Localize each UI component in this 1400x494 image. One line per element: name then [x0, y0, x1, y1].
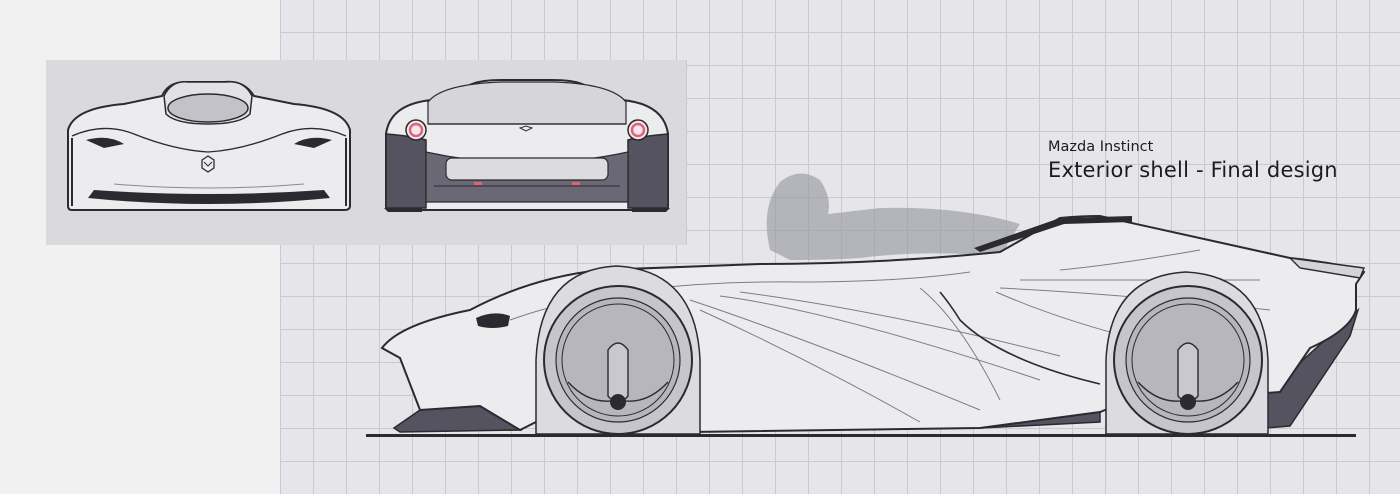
headlight — [476, 313, 510, 328]
rear-view-drawing — [384, 79, 670, 212]
front-wheel — [535, 265, 701, 435]
design-subtitle: Exterior shell - Final design — [1048, 158, 1338, 182]
front-view-drawing — [67, 80, 351, 211]
cockpit-edge — [974, 216, 1132, 252]
driver-silhouette — [766, 173, 1020, 260]
brand-title: Mazda Instinct — [1048, 139, 1154, 155]
title-block: Mazda Instinct Exterior shell - Final de… — [1048, 138, 1338, 184]
rear-body-shell — [384, 79, 670, 212]
rear-wing — [1288, 257, 1365, 279]
front-body-shell — [67, 80, 351, 211]
ground-line — [366, 434, 1356, 437]
side-crease — [939, 291, 1101, 385]
orthographic-views-panel — [46, 60, 687, 245]
side-view-drawing — [366, 173, 1366, 437]
rear-wheel — [1105, 271, 1269, 435]
